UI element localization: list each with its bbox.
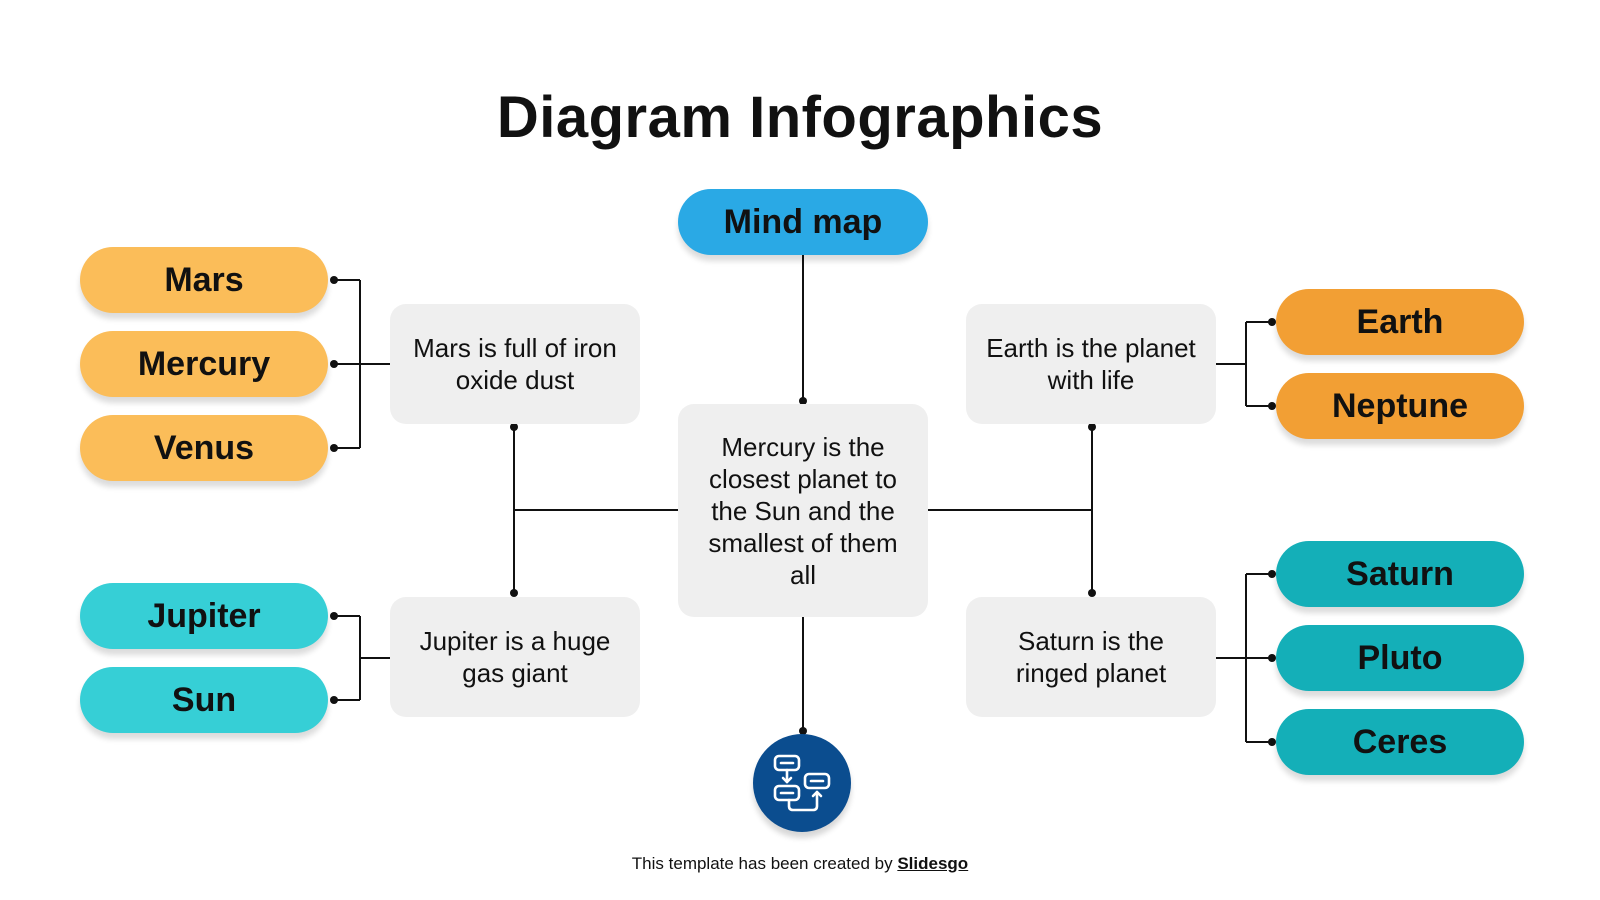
- flowchart-icon-circle: [753, 734, 851, 832]
- earth-pill: Earth: [1276, 289, 1524, 355]
- mars-text-box: Mars is full of iron oxide dust: [390, 304, 640, 424]
- pluto-pill: Pluto: [1276, 625, 1524, 691]
- jupiter-text-box: Jupiter is a huge gas giant: [390, 597, 640, 717]
- earth-text-box: Earth is the planet with life: [966, 304, 1216, 424]
- footer-credit: This template has been created by Slides…: [0, 854, 1600, 874]
- mars-pill: Mars: [80, 247, 328, 313]
- footer-text: This template has been created by: [631, 854, 898, 873]
- center-text-box: Mercury is the closest planet to the Sun…: [678, 404, 928, 617]
- jupiter-pill: Jupiter: [80, 583, 328, 649]
- slidesgo-link[interactable]: Slidesgo: [897, 854, 969, 873]
- mind-map-node: Mind map: [678, 189, 928, 255]
- mercury-pill: Mercury: [80, 331, 328, 397]
- venus-pill: Venus: [80, 415, 328, 481]
- sun-pill: Sun: [80, 667, 328, 733]
- page-title: Diagram Infographics: [496, 85, 1104, 150]
- saturn-text-box: Saturn is the ringed planet: [966, 597, 1216, 717]
- saturn-pill: Saturn: [1276, 541, 1524, 607]
- neptune-pill: Neptune: [1276, 373, 1524, 439]
- flowchart-icon: [773, 754, 831, 812]
- ceres-pill: Ceres: [1276, 709, 1524, 775]
